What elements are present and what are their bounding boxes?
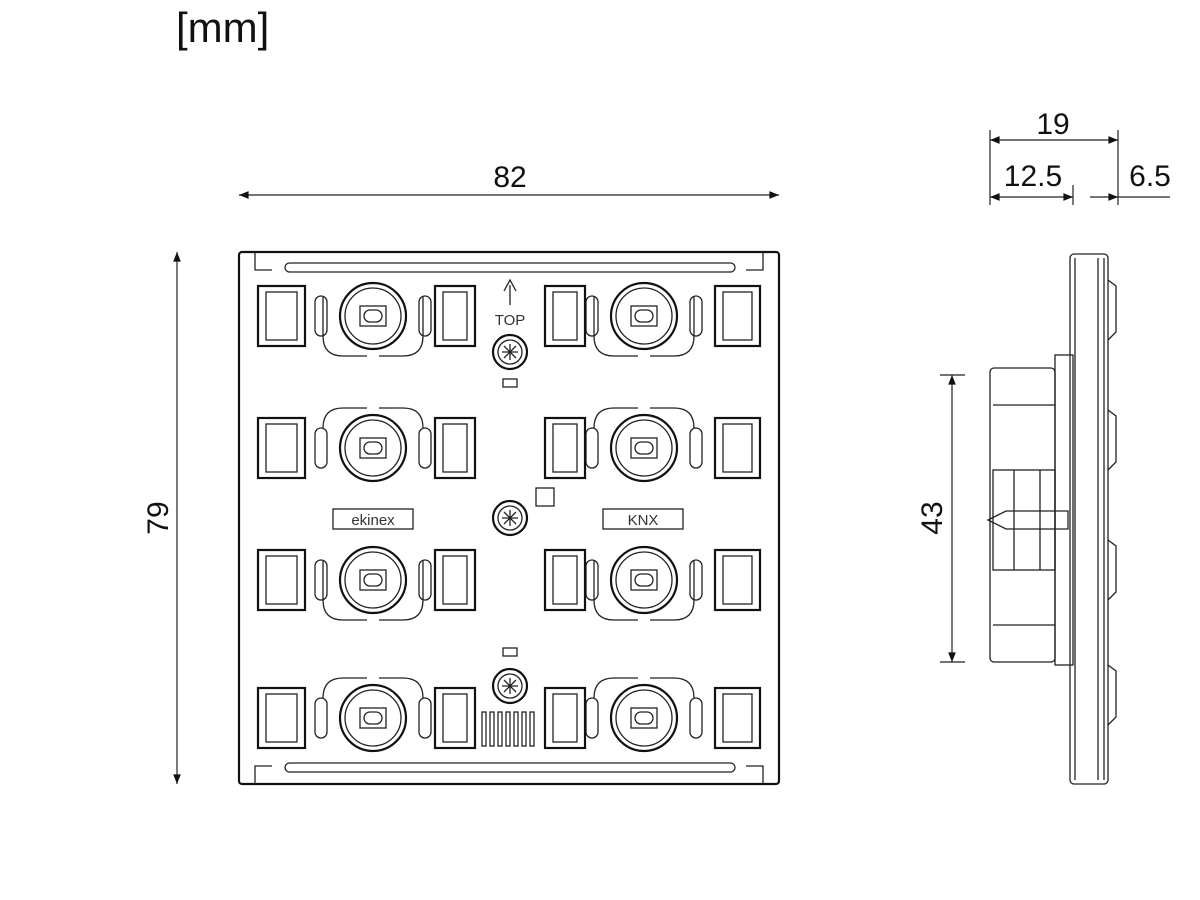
height-dimension: 79 — [142, 501, 175, 534]
button-actuator — [314, 407, 432, 483]
button-actuator — [585, 407, 703, 483]
button-profile — [1107, 664, 1117, 726]
mount-height-dimension: 43 — [916, 501, 949, 534]
retaining-clip — [543, 548, 587, 612]
led-indicator — [502, 647, 518, 657]
top-marker: TOP — [495, 312, 526, 329]
sensor-window — [535, 487, 555, 507]
knx-plate — [602, 508, 684, 530]
retaining-clip — [543, 416, 587, 480]
button-actuator — [314, 281, 432, 357]
box-depth-dimension: 12.5 — [1004, 160, 1062, 193]
top-arrow-icon — [503, 278, 517, 305]
screw-icon — [491, 499, 529, 537]
top-slot — [284, 262, 736, 273]
retaining-clip — [713, 284, 762, 348]
button-profile — [1107, 409, 1117, 471]
retaining-clip — [713, 686, 762, 750]
button-actuator — [314, 677, 432, 753]
retaining-clip — [433, 416, 477, 480]
retaining-clip — [256, 686, 307, 750]
retaining-clip — [256, 416, 307, 480]
knx-label: KNX — [628, 512, 659, 529]
retaining-clip — [433, 284, 477, 348]
button-actuator — [585, 677, 703, 753]
width-dimension: 82 — [493, 161, 526, 194]
brand-label: ekinex — [351, 512, 395, 529]
button-actuator — [314, 545, 432, 621]
retaining-clip — [543, 686, 587, 750]
unit-label: [mm] — [176, 4, 270, 51]
screw-icon — [491, 333, 529, 371]
front-outline — [237, 250, 781, 786]
button-profile — [1107, 539, 1117, 601]
retaining-clip — [433, 686, 477, 750]
retaining-clip — [543, 284, 587, 348]
total-depth-dimension: 19 — [1036, 108, 1069, 141]
button-actuator — [585, 281, 703, 357]
bottom-slot — [284, 762, 736, 773]
plate-depth-dimension: 6.5 — [1129, 160, 1171, 193]
brand-plate — [332, 508, 414, 530]
connector-comb — [481, 711, 535, 747]
mounting-pin — [986, 510, 1069, 530]
button-profile — [1107, 279, 1117, 341]
side-view — [986, 253, 1117, 785]
retaining-clip — [713, 416, 762, 480]
retaining-clip — [713, 548, 762, 612]
led-indicator — [502, 378, 518, 388]
screw-icon — [491, 667, 529, 705]
retaining-clip — [433, 548, 477, 612]
button-actuator — [585, 545, 703, 621]
retaining-clip — [256, 284, 307, 348]
front-view: TOP ekinex KNX — [237, 250, 781, 786]
retaining-clip — [256, 548, 307, 612]
